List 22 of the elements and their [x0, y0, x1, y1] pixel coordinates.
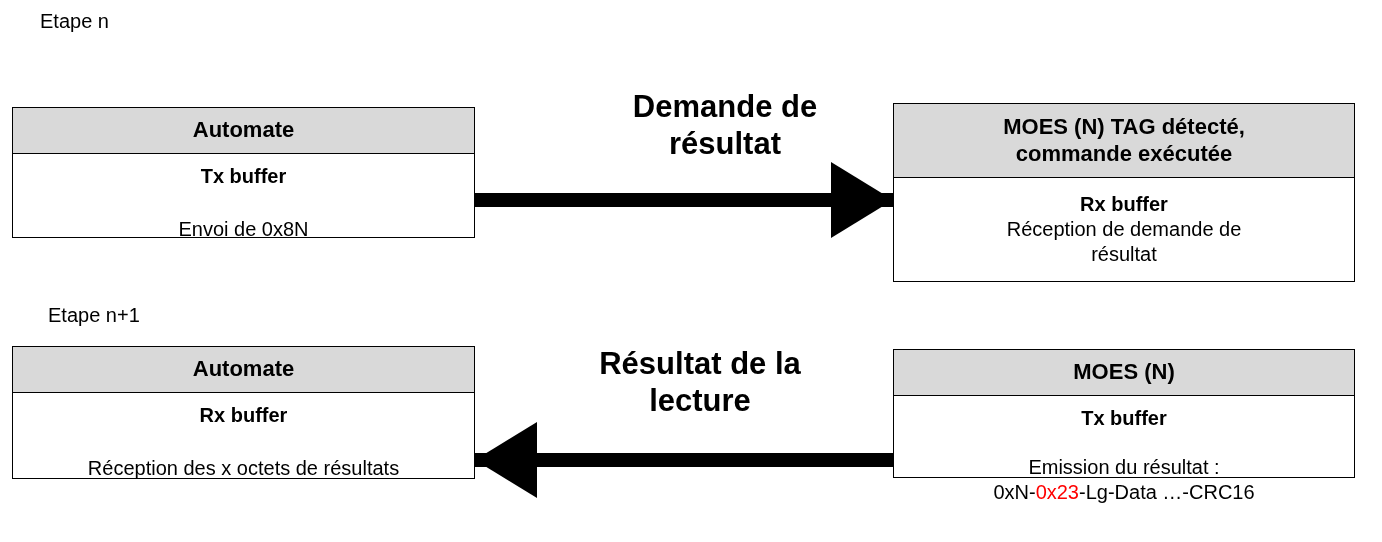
card-header: Automate [13, 108, 474, 154]
step-label: Etape n+1 [48, 304, 140, 327]
buffer-title: Tx buffer [200, 164, 287, 189]
buffer-title: Tx buffer [1081, 406, 1167, 431]
buffer-title: Rx buffer [199, 403, 288, 428]
arrow [475, 162, 893, 238]
body-text: Réception de demande de résultat [1005, 217, 1243, 267]
body-text: Envoi de 0x8N [177, 217, 310, 242]
card-header: Automate [13, 347, 474, 393]
buffer-title: Rx buffer [1080, 192, 1168, 217]
step-label: Etape n [40, 10, 109, 33]
table-card [12, 107, 475, 238]
edge-label: Résultat de la lecture [598, 345, 802, 420]
card-header: MOES (N) TAG détecté, commande exécutée [894, 104, 1354, 178]
body-text: Emission du résultat : [1027, 455, 1221, 480]
body-text: Réception des x octets de résultats [86, 456, 401, 481]
frame-format: 0xN-0x23-Lg-Data …-CRC16 [993, 480, 1255, 505]
edge-label: Demande de résultat [631, 88, 819, 163]
arrow [475, 422, 893, 498]
card-header: MOES (N) [894, 350, 1354, 396]
table-card [12, 346, 475, 479]
table-card [893, 103, 1355, 282]
